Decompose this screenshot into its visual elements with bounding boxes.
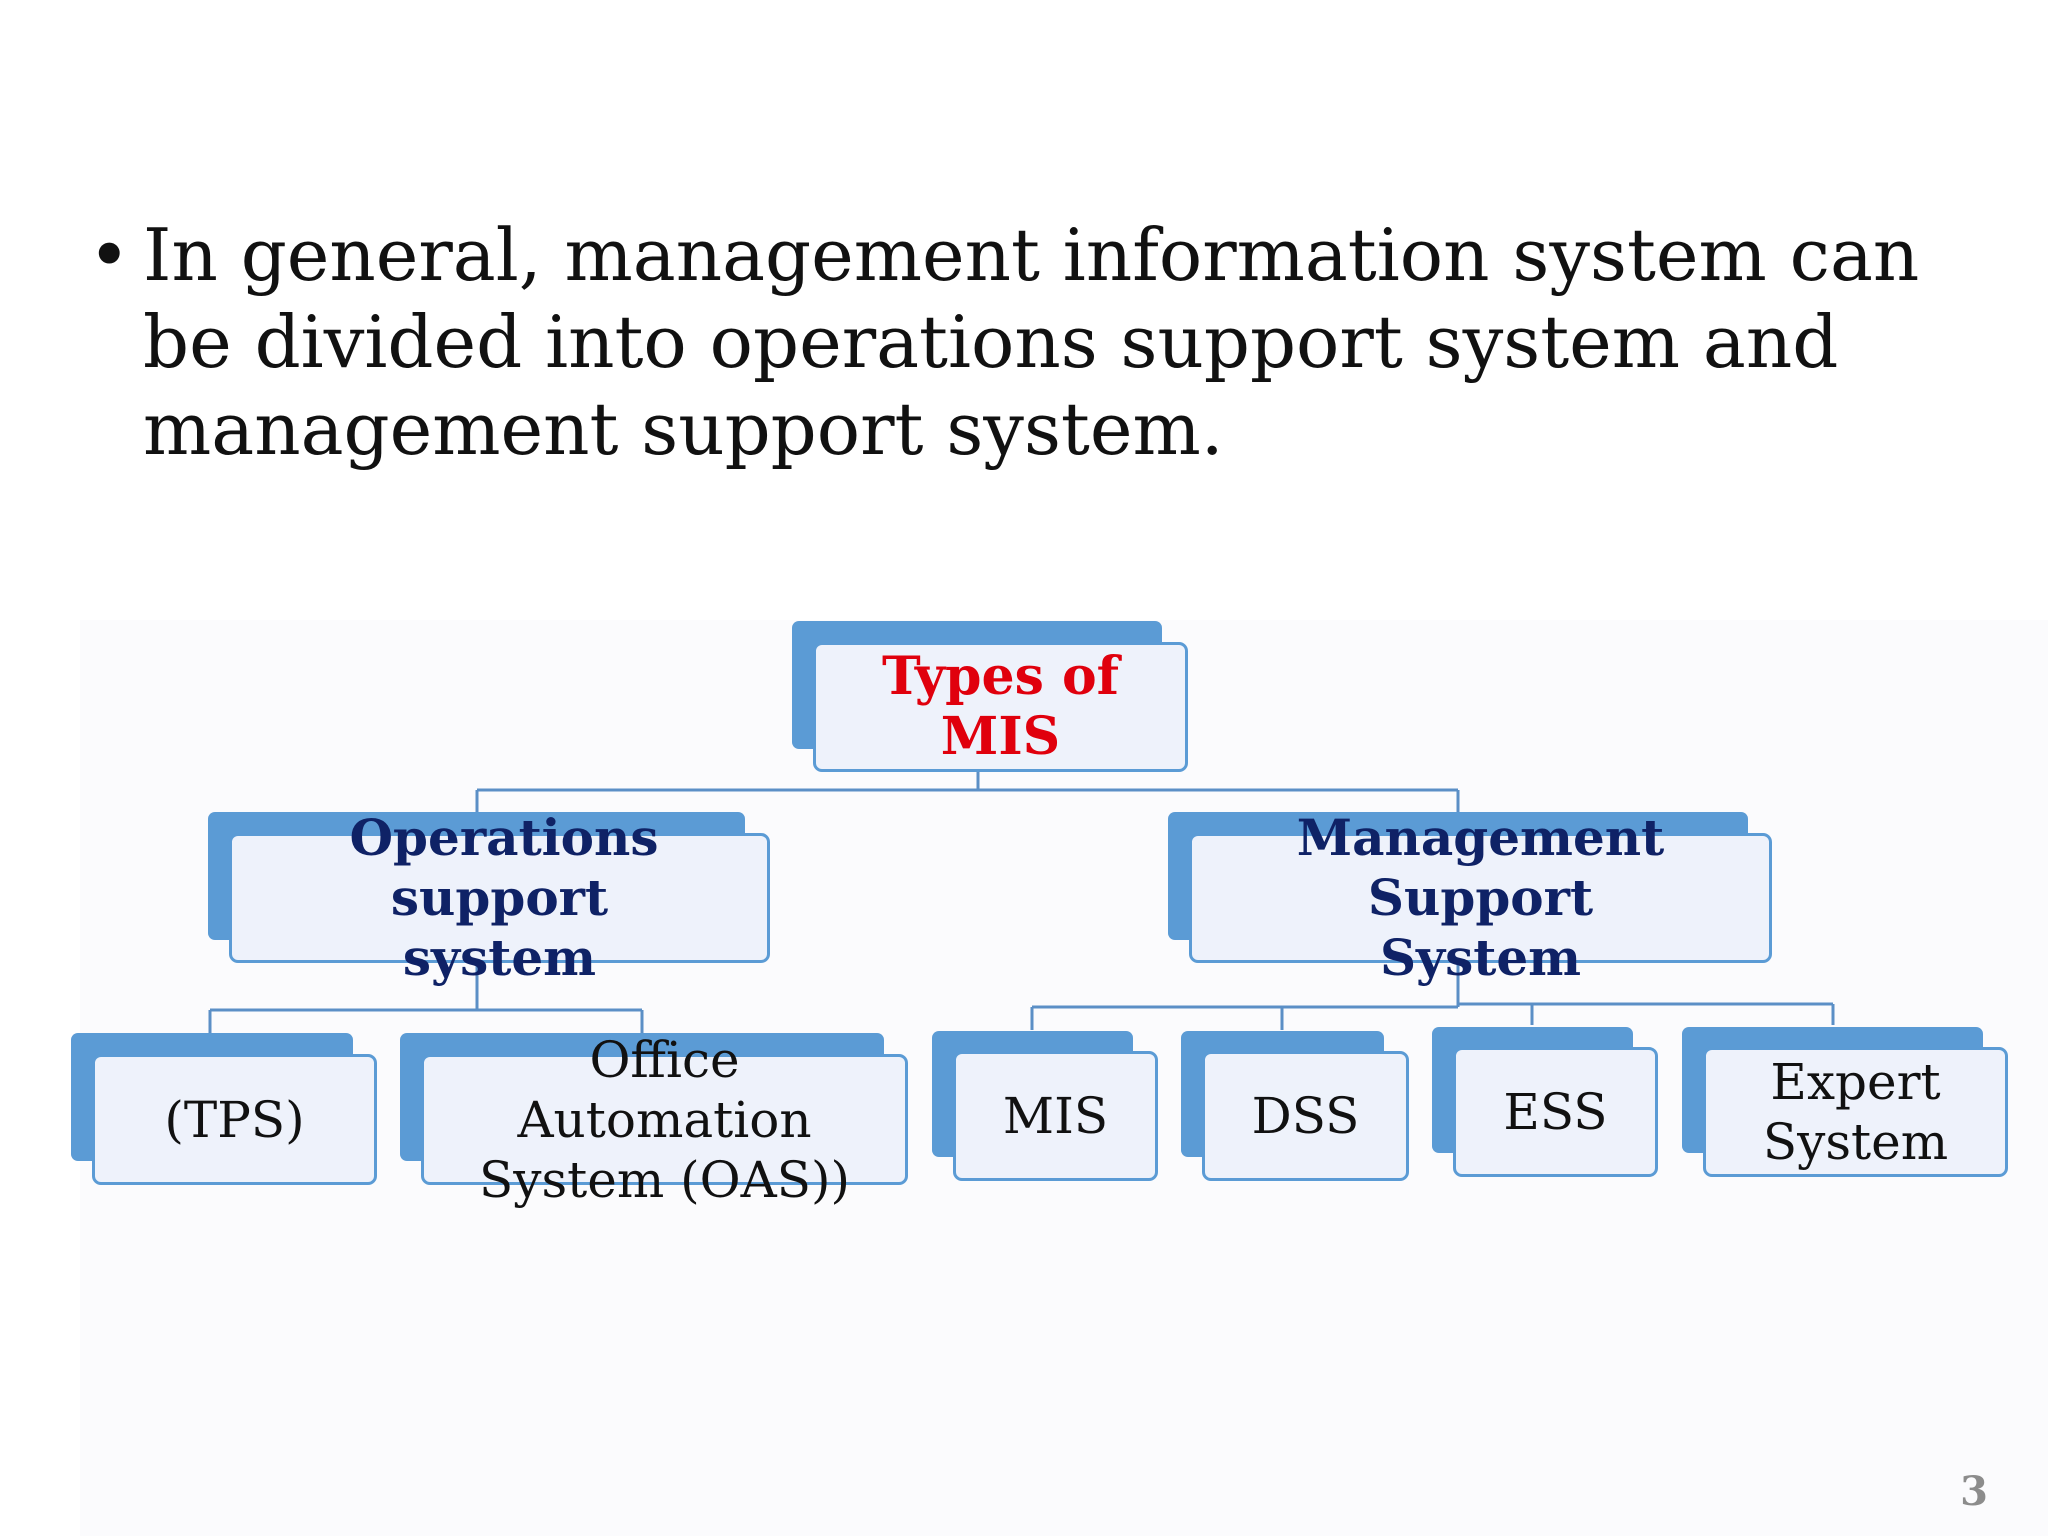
- tps-label: (TPS): [164, 1090, 305, 1149]
- root-label: Types of MIS: [881, 646, 1120, 767]
- management-support-node: Management Support System: [1168, 808, 1772, 987]
- expert-system-label: Expert System: [1762, 1053, 1949, 1171]
- dss-label: DSS: [1251, 1087, 1360, 1145]
- mis-node: MIS: [932, 1031, 1158, 1181]
- oas-node: Office Automation System (OAS)): [400, 1031, 908, 1209]
- mis-label: MIS: [1002, 1087, 1109, 1145]
- management-support-label: Management Support System: [1296, 808, 1665, 987]
- dss-node: DSS: [1181, 1031, 1409, 1181]
- operations-support-node: Operations support system: [208, 808, 770, 987]
- bullet-point: • In general, management information sys…: [88, 212, 1988, 473]
- oas-label: Office Automation System (OAS)): [478, 1030, 851, 1209]
- page-number: 3: [1960, 1468, 1988, 1515]
- ess-node: ESS: [1432, 1027, 1658, 1177]
- operations-support-label: Operations support system: [349, 808, 659, 987]
- expert-system-node: Expert System: [1682, 1027, 2008, 1177]
- root-node: Types of MIS: [792, 621, 1188, 772]
- bullet-dot: •: [88, 213, 131, 297]
- tps-node: (TPS): [71, 1033, 377, 1185]
- ess-label: ESS: [1503, 1083, 1608, 1141]
- bullet-text: In general, management information syste…: [143, 213, 1920, 471]
